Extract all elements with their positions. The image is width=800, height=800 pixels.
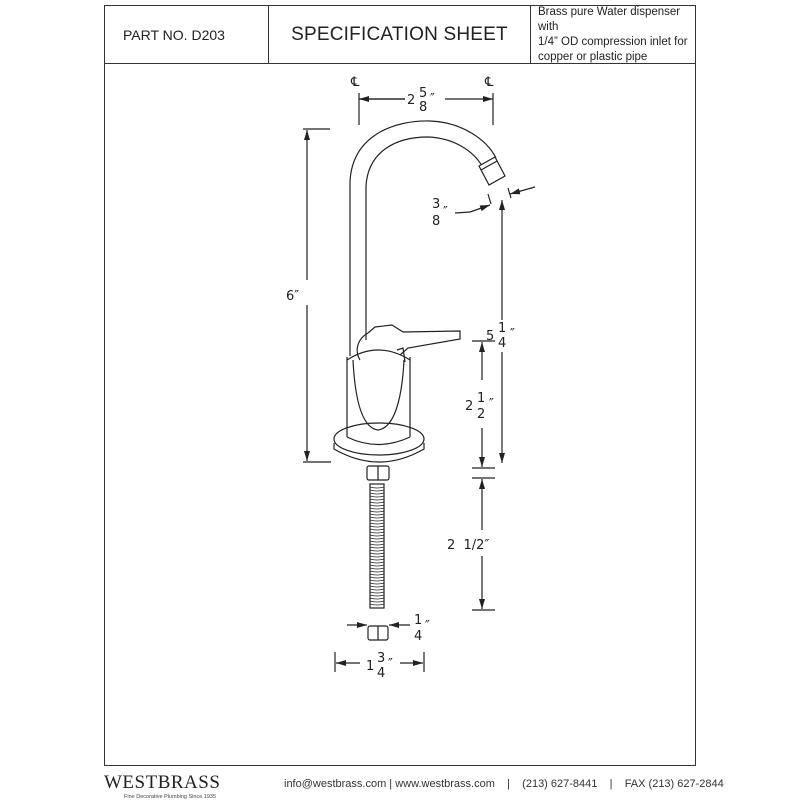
description-line: copper or plastic pipe [538,50,648,63]
body-height-den: 2 [477,407,485,422]
base-flange [333,422,425,456]
lever-handle [367,324,461,356]
outlet-num: 3 [432,197,440,212]
spout-reach-num: 5 [419,86,427,101]
body-height-whole: 2 [465,399,473,414]
description-line: 1/4” OD compression inlet for [538,35,688,48]
body-height-unit: ″ [489,397,494,412]
spout-height-unit: ″ [510,327,515,342]
description-line: Brass pure Water dispenser with [538,5,681,33]
westbrass-logo: WESTBRASS [104,772,221,793]
body-height-num: 1 [477,391,485,406]
centerline-label: ℄ [350,75,360,90]
header-row: PART NO. D203 SPECIFICATION SHEET Brass … [105,6,695,64]
sheet-title: SPECIFICATION SHEET [269,6,531,63]
inlet-num: 1 [414,613,422,628]
part-number: PART NO. D203 [105,6,269,63]
contact-info: info@westbrass.com | www.westbrass.com |… [284,778,724,790]
centerline-label: ℄ [484,75,494,90]
base-diameter-whole: 1 [366,659,374,674]
shank-length-label: 2 1/2″ [447,538,489,553]
spout-height-den: 4 [498,336,506,351]
product-description: Brass pure Water dispenser with 1/4” OD … [531,6,695,63]
total-height-label: 6″ [286,289,299,304]
footer: WESTBRASS Fine Decorative Plumbing Since… [104,772,724,800]
base-diameter-num: 3 [377,651,385,666]
outlet-unit: ″ [443,205,448,220]
spec-sheet-frame: PART NO. D203 SPECIFICATION SHEET Brass … [104,5,696,766]
inlet-unit: ″ [425,619,430,634]
spout-height-num: 1 [498,321,506,336]
outlet-den: 8 [432,214,440,229]
faucet-body [346,357,411,437]
base-diameter-unit: ″ [388,657,393,672]
logo-tagline: Fine Decorative Plumbing Since 1935 [124,794,217,800]
spout-reach-unit: ″ [430,92,435,107]
spout-height-whole: 5 [486,329,494,344]
threaded-shank [369,483,385,609]
aerator [478,156,506,186]
spout-reach-whole: 2 [407,93,415,108]
spout-reach-den: 8 [419,100,427,115]
spout-outer [349,120,497,356]
base-diameter-den: 4 [377,666,385,681]
inlet-den: 4 [414,629,422,644]
